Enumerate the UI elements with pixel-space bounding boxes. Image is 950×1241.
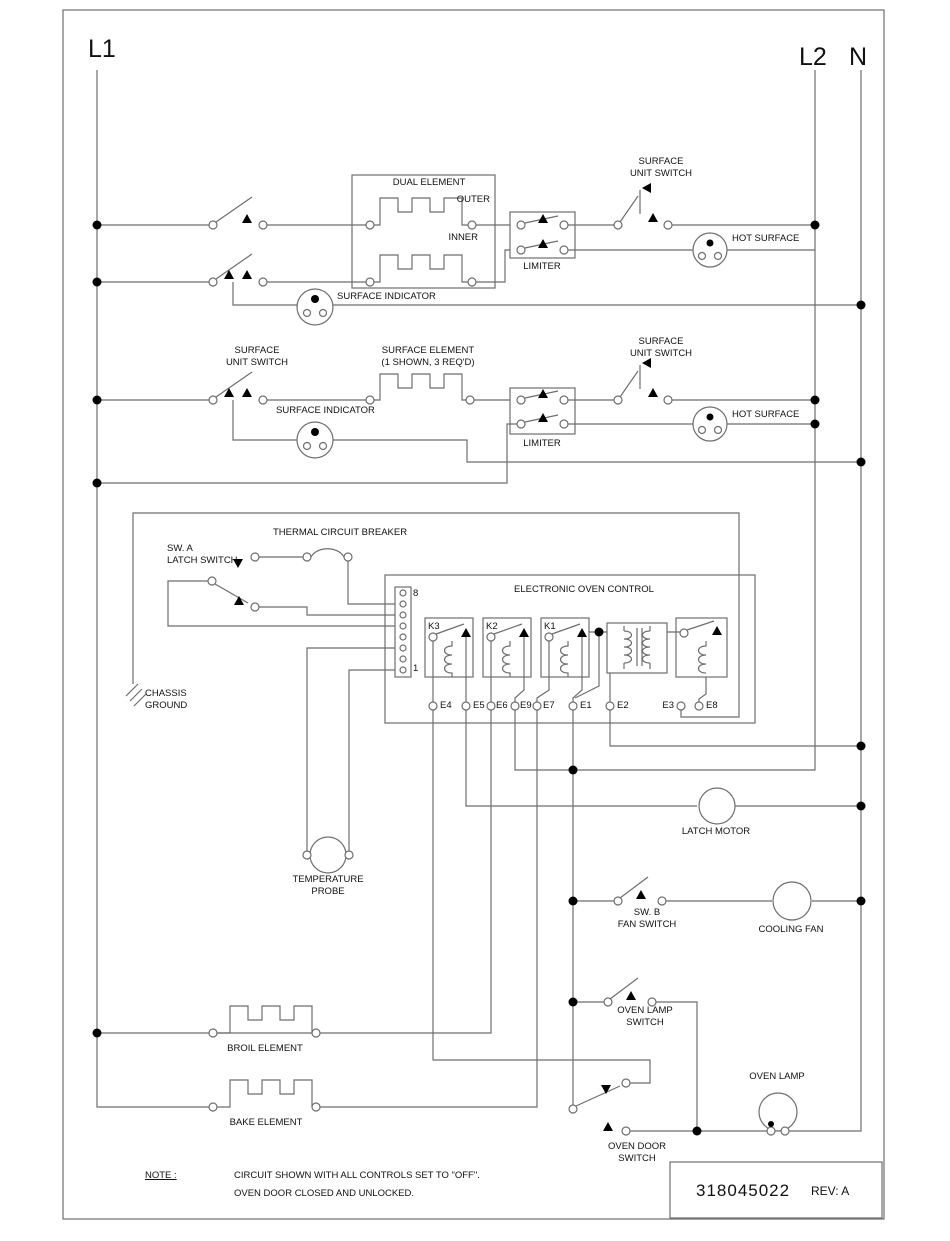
- note-line1: CIRCUIT SHOWN WITH ALL CONTROLS SET TO "…: [234, 1170, 480, 1181]
- eoc-title: ELECTRONIC OVEN CONTROL: [514, 584, 654, 595]
- e1-label: E1: [580, 700, 592, 711]
- e6-label: E6: [496, 700, 508, 711]
- revision-label: REV: A: [811, 1184, 850, 1198]
- inner-label: INNER: [448, 232, 478, 243]
- note-label: NOTE :: [145, 1170, 177, 1181]
- k2-label: K2: [486, 621, 498, 632]
- limiter1-box: [509, 211, 576, 259]
- surface-indicator1-lamp: [296, 288, 334, 326]
- e2-label: E2: [617, 700, 629, 711]
- temperature-probe-body: [309, 836, 347, 874]
- limiter2-label: LIMITER: [523, 438, 561, 449]
- limiter2-box: [509, 387, 576, 435]
- k1-label: K1: [544, 621, 556, 632]
- l1-label: L1: [88, 35, 116, 63]
- cooling-fan-body: [772, 881, 812, 921]
- part-number: 318045022: [696, 1181, 791, 1200]
- limiter1-label: LIMITER: [523, 261, 561, 272]
- temperature-probe-label: TEMPERATURE PROBE: [292, 874, 364, 897]
- l2-label: L2: [799, 43, 827, 71]
- page-border: [62, 9, 885, 1220]
- dual-element-label: DUAL ELEMENT: [392, 177, 466, 188]
- k3-label: K3: [428, 621, 440, 632]
- n-label: N: [849, 43, 868, 71]
- relay-k2-box: [482, 617, 532, 678]
- oven-lamp-switch-label: OVEN LAMP SWITCH: [617, 1005, 673, 1028]
- outer-label: OUTER: [456, 194, 490, 205]
- transformer-box: [606, 622, 668, 674]
- dual-element-outer-symbol: [374, 197, 468, 226]
- surface-indicator1-label: SURFACE INDICATOR: [337, 291, 436, 302]
- chassis-ground-symbol: [125, 683, 147, 707]
- terminal-triangles: [224, 183, 722, 1131]
- cooling-fan-label: COOLING FAN: [758, 924, 824, 935]
- hot-surface2-label: HOT SURFACE: [732, 409, 800, 420]
- dual-element-inner-symbol: [374, 254, 468, 283]
- relay-aux-box: [675, 617, 728, 678]
- surface-indicator2-lamp: [296, 421, 334, 459]
- eoc-connector-box: [394, 586, 412, 678]
- relay-k1-box: [540, 617, 590, 678]
- broil-element-symbol: [217, 1005, 313, 1034]
- surface-element-symbol: [374, 373, 466, 401]
- latch-motor-body: [698, 787, 736, 825]
- hot-surface1-label: HOT SURFACE: [732, 233, 800, 244]
- junction-dots: [92, 220, 866, 1136]
- pin8-label: 8: [413, 588, 419, 599]
- latch-motor-label: LATCH MOTOR: [681, 826, 751, 837]
- transformer-symbol: [623, 626, 651, 669]
- broil-element-label: BROIL ELEMENT: [227, 1043, 303, 1054]
- hot-surface2-lamp: [692, 406, 728, 442]
- oven-lamp-body: [758, 1092, 798, 1132]
- bake-element-label: BAKE ELEMENT: [229, 1117, 303, 1128]
- hot-surface1-lamp: [692, 232, 728, 268]
- surface-unit-switch1-label: SURFACE UNIT SWITCH: [629, 156, 693, 179]
- surface-unit-switch2-left-label: SURFACE UNIT SWITCH: [225, 345, 289, 368]
- sw-a-latch-switch-label: SW. A LATCH SWITCH: [167, 543, 238, 566]
- e3-label: E3: [662, 700, 674, 711]
- e9-label: E9: [520, 700, 532, 711]
- n-rail: [789, 70, 862, 1132]
- e4-label: E4: [440, 700, 452, 711]
- sw-b-fan-switch-label: SW. B FAN SWITCH: [617, 907, 677, 930]
- bake-element-symbol: [217, 1079, 313, 1108]
- relay-k3-box: [424, 617, 474, 678]
- oven-door-switch-label: OVEN DOOR SWITCH: [607, 1141, 667, 1164]
- dual-element-box: [351, 174, 496, 289]
- thermal-circuit-breaker-label: THERMAL CIRCUIT BREAKER: [273, 527, 408, 538]
- part-number-box: [669, 1161, 883, 1219]
- eoc-box: [384, 574, 756, 724]
- surface-indicator2-label: SURFACE INDICATOR: [276, 405, 375, 416]
- note-line2: OVEN DOOR CLOSED AND UNLOCKED.: [234, 1188, 415, 1199]
- l1-rail: [96, 70, 209, 1108]
- surface-unit-switch2-right-label: SURFACE UNIT SWITCH: [629, 336, 693, 359]
- chassis-ground-label: CHASSIS GROUND: [145, 688, 188, 711]
- e7-label: E7: [543, 700, 555, 711]
- surface-element-label: SURFACE ELEMENT (1 SHOWN, 3 REQ'D): [381, 345, 475, 368]
- e8-label: E8: [706, 700, 718, 711]
- pin1-label: 1: [413, 663, 419, 674]
- e5-label: E5: [473, 700, 485, 711]
- oven-lamp-label: OVEN LAMP: [749, 1071, 805, 1082]
